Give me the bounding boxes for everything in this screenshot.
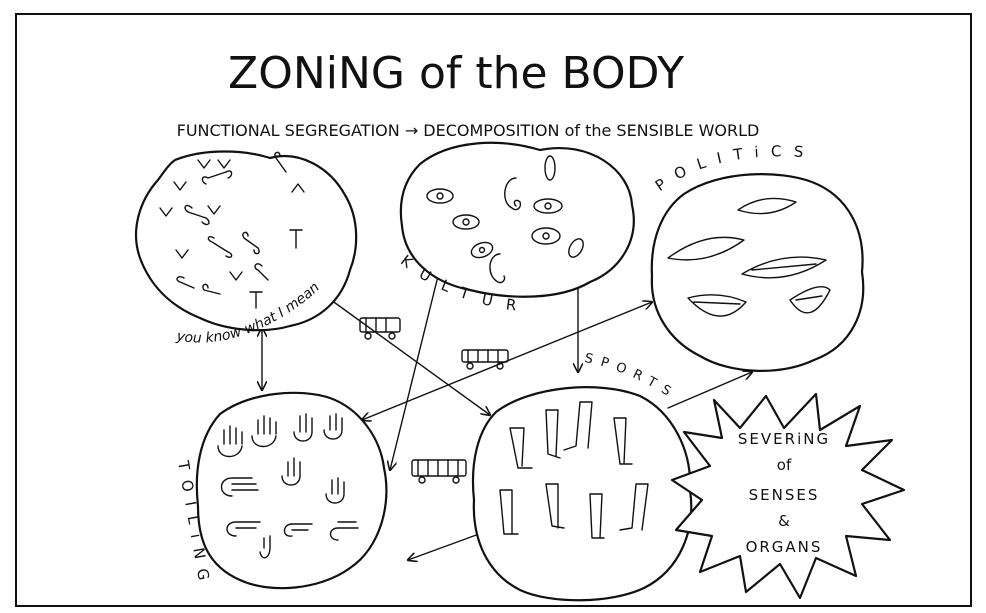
zone-bones <box>136 152 356 331</box>
blob-politics <box>652 174 863 371</box>
starburst-line-3: SENSES <box>749 486 820 504</box>
starburst-line-2: of <box>777 456 792 474</box>
blob-sports <box>473 387 691 600</box>
tram-icon-3 <box>412 460 466 483</box>
tram-icon-2 <box>462 350 508 369</box>
zone-toiling <box>197 393 387 588</box>
zone-sports <box>473 387 691 600</box>
starburst-line-4: & <box>778 512 790 530</box>
starburst-severing: SEVERiNG of SENSES & ORGANS <box>672 394 904 598</box>
blob-toiling <box>197 393 387 588</box>
arrow-sports-to-politics <box>668 372 752 408</box>
arrow-top-left-to-sports <box>320 292 490 415</box>
title: ZONiNG of the BODY <box>228 48 684 99</box>
blob-bones <box>136 152 356 331</box>
starburst-line-1: SEVERiNG <box>738 430 830 448</box>
starburst-line-5: ORGANS <box>746 538 823 556</box>
zone-politics <box>652 174 863 371</box>
subtitle: FUNCTIONAL SEGREGATION → DECOMPOSITION o… <box>177 121 760 140</box>
arrow-kultur-to-toiling <box>390 268 440 470</box>
